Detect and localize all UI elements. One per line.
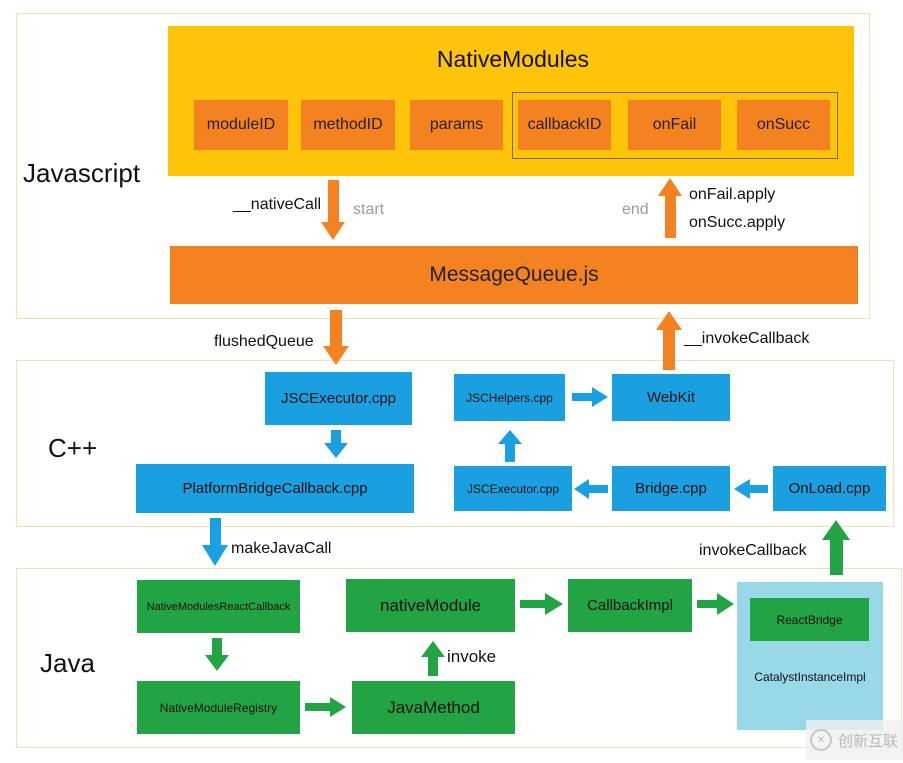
cpp-layer-label: C++ bbox=[48, 433, 98, 463]
field-params: params bbox=[410, 100, 503, 150]
watermark: ✕ 创新互联 bbox=[806, 720, 903, 760]
arrow-helpers-to-webkit bbox=[572, 387, 608, 407]
catalyst-instance-label: CatalystInstanceImpl bbox=[754, 670, 866, 684]
native-modules-title: NativeModules bbox=[436, 46, 590, 72]
callback-group-border bbox=[512, 92, 838, 159]
javascript-layer-label: Javascript bbox=[23, 158, 141, 188]
arrow-registry-to-java-method bbox=[305, 697, 346, 717]
arrow-invoke-callback-js-up bbox=[656, 311, 682, 370]
jsc-executor-main-box: JSCExecutor.cpp bbox=[265, 372, 412, 425]
arrow-jsc-to-platform bbox=[324, 430, 348, 458]
field-on-succ: onSucc bbox=[737, 100, 830, 150]
field-module-id: moduleID bbox=[194, 100, 288, 150]
onload-box: OnLoad.cpp bbox=[773, 466, 886, 511]
arrow-invoke-callback-up bbox=[822, 520, 850, 575]
jsc-executor-small-box: JSCExecutor.cpp bbox=[454, 466, 572, 511]
field-callback-id: callbackID bbox=[518, 100, 611, 150]
arrow-callback-to-catalyst bbox=[697, 593, 734, 615]
field-on-fail: onFail bbox=[628, 100, 721, 150]
arrow-native-call-down bbox=[321, 180, 345, 240]
arrow-bridge-to-jsc-small bbox=[574, 479, 608, 499]
arrow-end-up bbox=[658, 178, 682, 238]
jsc-helpers-box: JSCHelpers.cpp bbox=[454, 374, 565, 421]
webkit-box: WebKit bbox=[612, 374, 730, 421]
arrow-native-module-to-callback bbox=[520, 593, 563, 615]
flushed-queue-label: flushedQueue bbox=[214, 333, 314, 350]
on-succ-apply-label: onSucc.apply bbox=[689, 214, 786, 231]
on-fail-apply-label: onFail.apply bbox=[689, 186, 776, 203]
platform-bridge-callback-box: PlatformBridgeCallback.cpp bbox=[136, 464, 414, 513]
end-label: end bbox=[622, 201, 649, 218]
message-queue-box: MessageQueue.js bbox=[170, 246, 858, 304]
invoke-callback-js-label: __invokeCallback bbox=[684, 330, 810, 347]
arrow-jsc-small-up bbox=[498, 430, 522, 462]
make-java-call-label: makeJavaCall bbox=[231, 540, 332, 557]
arrow-invoke-up bbox=[421, 641, 445, 676]
arrow-flushed-queue-down bbox=[323, 310, 349, 365]
field-method-id: methodID bbox=[301, 100, 395, 150]
java-method-box: JavaMethod bbox=[352, 681, 515, 734]
native-modules-react-callback-box: NativeModulesReactCallback bbox=[137, 580, 300, 633]
watermark-text: 创新互联 bbox=[838, 732, 899, 750]
native-call-label: __nativeCall bbox=[233, 196, 322, 213]
native-module-registry-box: NativeModuleRegistry bbox=[137, 681, 300, 734]
invoke-label: invoke bbox=[447, 647, 497, 666]
java-layer-label: Java bbox=[40, 648, 95, 678]
bridge-box: Bridge.cpp bbox=[612, 466, 730, 511]
watermark-logo-icon: ✕ bbox=[810, 729, 832, 751]
arrow-onload-to-bridge bbox=[734, 479, 768, 499]
react-bridge-box: ReactBridge bbox=[750, 598, 869, 641]
start-label: start bbox=[353, 201, 385, 218]
arrow-callback-to-registry bbox=[205, 638, 229, 671]
invoke-callback-label: invokeCallback bbox=[699, 542, 807, 559]
native-module-box: nativeModule bbox=[346, 579, 515, 632]
callback-impl-box: CallbackImpl bbox=[568, 579, 692, 632]
arrow-make-java-call-down bbox=[202, 518, 228, 566]
